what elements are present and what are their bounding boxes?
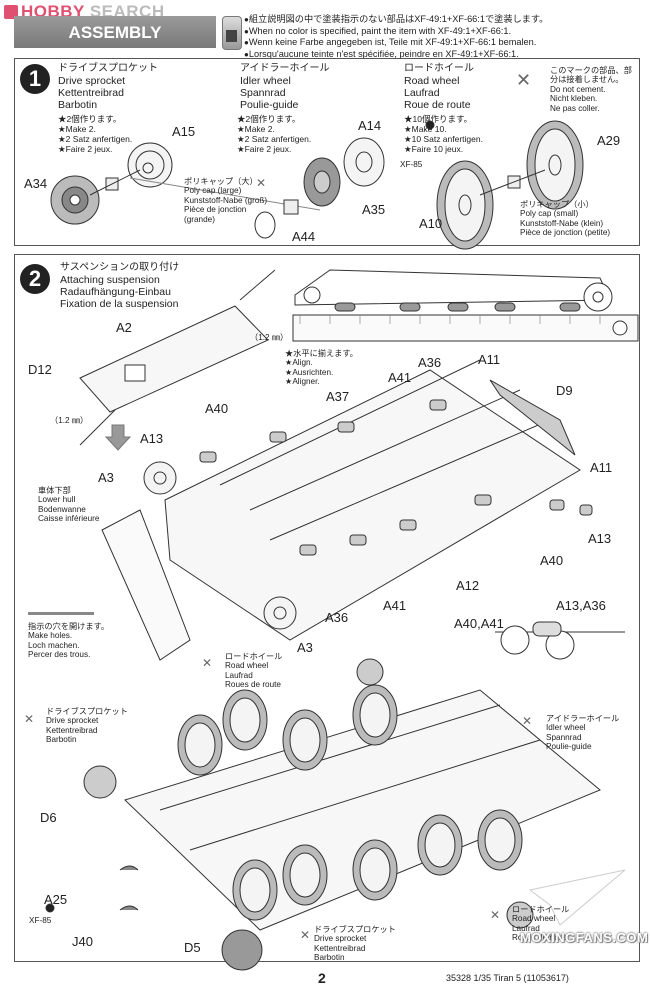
sprocket-a34-drawing xyxy=(50,175,100,225)
road-wheel-label: ロードホイール Road wheel Laufrad Roue de route xyxy=(404,63,474,111)
do-not-cement-icon: ✕ xyxy=(300,928,311,942)
part-label-a3: A3 xyxy=(98,470,114,485)
arrow-down-icon xyxy=(104,424,132,451)
do-not-cement-icon: ✕ xyxy=(522,714,533,728)
part-label-a25: A25 xyxy=(44,892,68,907)
part-label-a11: A11 xyxy=(590,460,613,475)
idler-wheel-quantity: ★2個作ります。 ★Make 2. ★2 Satz anfertigen. ★F… xyxy=(237,114,312,154)
part-label-a11: A11 xyxy=(478,352,501,367)
ruler-drawing xyxy=(292,314,639,342)
do-not-cement-legend: このマークの部品、部 分は接着しません。 Do not cement. Nich… xyxy=(550,66,632,113)
drive-sprocket-callout-2: ドライブスプロケット Drive sprocket Kettentreibrad… xyxy=(314,925,396,963)
paint-note: 組立説明図の中で塗装指示のない部品はXF-49:1+XF-66:1で塗装します。… xyxy=(244,14,549,60)
do-not-cement-icon: ✕ xyxy=(202,656,213,670)
part-label-a37: A37 xyxy=(326,389,350,404)
lower-hull-drawing xyxy=(164,369,581,641)
part-label-a40-a41: A40,A41 xyxy=(454,616,504,631)
part-a3-drawing xyxy=(143,461,177,495)
product-code: 35328 1/35 Tiran 5 (11053617) xyxy=(446,973,569,983)
part-label-a13-a36: A13,A36 xyxy=(556,598,606,613)
part-label-a29: A29 xyxy=(597,133,621,148)
lower-hull-label: 車体下部 Lower hull Bodenwanne Caisse inféri… xyxy=(38,486,100,524)
drive-sprocket-quantity: ★2個作ります。 ★Make 2. ★2 Satz anfertigen. ★F… xyxy=(58,114,133,154)
part-label-d6: D6 xyxy=(40,810,57,825)
idler-a14-drawing xyxy=(343,137,385,187)
part-label-a36: A36 xyxy=(325,610,349,625)
make-holes-note: 指示の穴を開けます。 Make holes. Loch machen. Perc… xyxy=(28,622,110,660)
poly-cap-small-label: ポリキャップ（小） Poly cap (small) Kunststoff-Na… xyxy=(520,200,611,238)
road-wheel-a29-drawing xyxy=(526,120,584,210)
watermark: MOXINGFANS.COM xyxy=(520,930,649,945)
part-label-a40: A40 xyxy=(205,401,229,416)
poly-cap-large-label: ポリキャップ（大） Poly cap (large) Kunststoff-Na… xyxy=(184,177,268,224)
part-label-j40: J40 xyxy=(72,934,93,949)
drive-sprocket-callout: ドライブスプロケット Drive sprocket Kettentreibrad… xyxy=(46,707,128,745)
part-label-d9: D9 xyxy=(556,383,573,398)
page-number: 2 xyxy=(318,970,326,986)
section-title: ASSEMBLY xyxy=(14,16,216,48)
part-d9-drawing xyxy=(489,379,576,456)
do-not-cement-icon: ✕ xyxy=(24,712,35,726)
part-label-a12: A12 xyxy=(456,578,480,593)
drill-size-label: （1.2 ㎜） xyxy=(50,416,89,425)
part-label-a34: A34 xyxy=(24,176,48,191)
plate-d12-drawing xyxy=(79,305,269,413)
paint-label-xf85-step1: XF-85 xyxy=(400,160,423,169)
part-label-a3: A3 xyxy=(297,640,313,655)
paint-dot-xf85-step1 xyxy=(425,120,435,130)
part-label-a2: A2 xyxy=(116,320,132,335)
idler-a44-drawing xyxy=(254,211,276,239)
step-number-2: 2 xyxy=(20,264,50,294)
do-not-cement-icon: ✕ xyxy=(490,908,501,922)
side-view-drawing xyxy=(294,269,611,306)
part-label-a13: A13 xyxy=(140,431,164,446)
part-label-a35: A35 xyxy=(362,202,386,217)
road-wheel-callout-2: ロードホイール Road wheel Laufrad Roues de rout… xyxy=(512,905,570,943)
drill-bit-icon xyxy=(28,612,94,615)
part-label-a41: A41 xyxy=(383,598,407,613)
part-label-d12: D12 xyxy=(28,362,52,377)
sprocket-a15-drawing xyxy=(127,142,173,188)
rear-plate-drawing xyxy=(101,509,191,661)
part-label-a14: A14 xyxy=(358,118,382,133)
drill-size-label: （1.2 ㎜） xyxy=(250,333,289,342)
step-number-1: 1 xyxy=(20,64,50,94)
idler-wheel-label: アイドラーホイール Idler wheel Spannrad Poulie-gu… xyxy=(240,63,330,111)
part-label-a41: A41 xyxy=(388,370,412,385)
sprocket-d6-drawing xyxy=(83,765,117,799)
sprocket-d5-drawing xyxy=(221,929,263,971)
drive-sprocket-label: ドライブスプロケット Drive sprocket Kettentreibrad… xyxy=(58,63,158,111)
road-wheel-a10-drawing xyxy=(436,160,494,250)
paint-label-xf85: XF-85 xyxy=(29,916,52,925)
paint-dot-xf85 xyxy=(45,903,55,913)
part-label-a40: A40 xyxy=(540,553,564,568)
idler-a35-drawing xyxy=(303,157,341,207)
align-note: ★水平に揃えます。 ★Align. ★Ausrichten. ★Aligner. xyxy=(285,349,358,387)
part-label-a36: A36 xyxy=(418,355,442,370)
part-label-a15: A15 xyxy=(172,124,196,139)
road-wheel-callout: ロードホイール Road wheel Laufrad Roues de rout… xyxy=(225,652,283,690)
idler-wheel-callout: アイドラーホイール Idler wheel Spannrad Poulie-gu… xyxy=(546,714,620,752)
road-wheel-quantity: ★10個作ります。 ★Make 10. ★10 Satz anfertigen.… xyxy=(404,114,483,154)
part-label-a10: A10 xyxy=(419,216,443,231)
part-label-a44: A44 xyxy=(292,229,316,244)
paint-jar-icon xyxy=(222,16,242,50)
part-label-d5: D5 xyxy=(184,940,201,955)
logo-icon xyxy=(4,5,18,19)
do-not-cement-icon: ✕ xyxy=(256,176,267,190)
part-label-a13: A13 xyxy=(588,531,612,546)
do-not-cement-icon: ✕ xyxy=(516,70,532,90)
step2-title: サスペンションの取り付け Attaching suspension Radauf… xyxy=(60,262,180,310)
